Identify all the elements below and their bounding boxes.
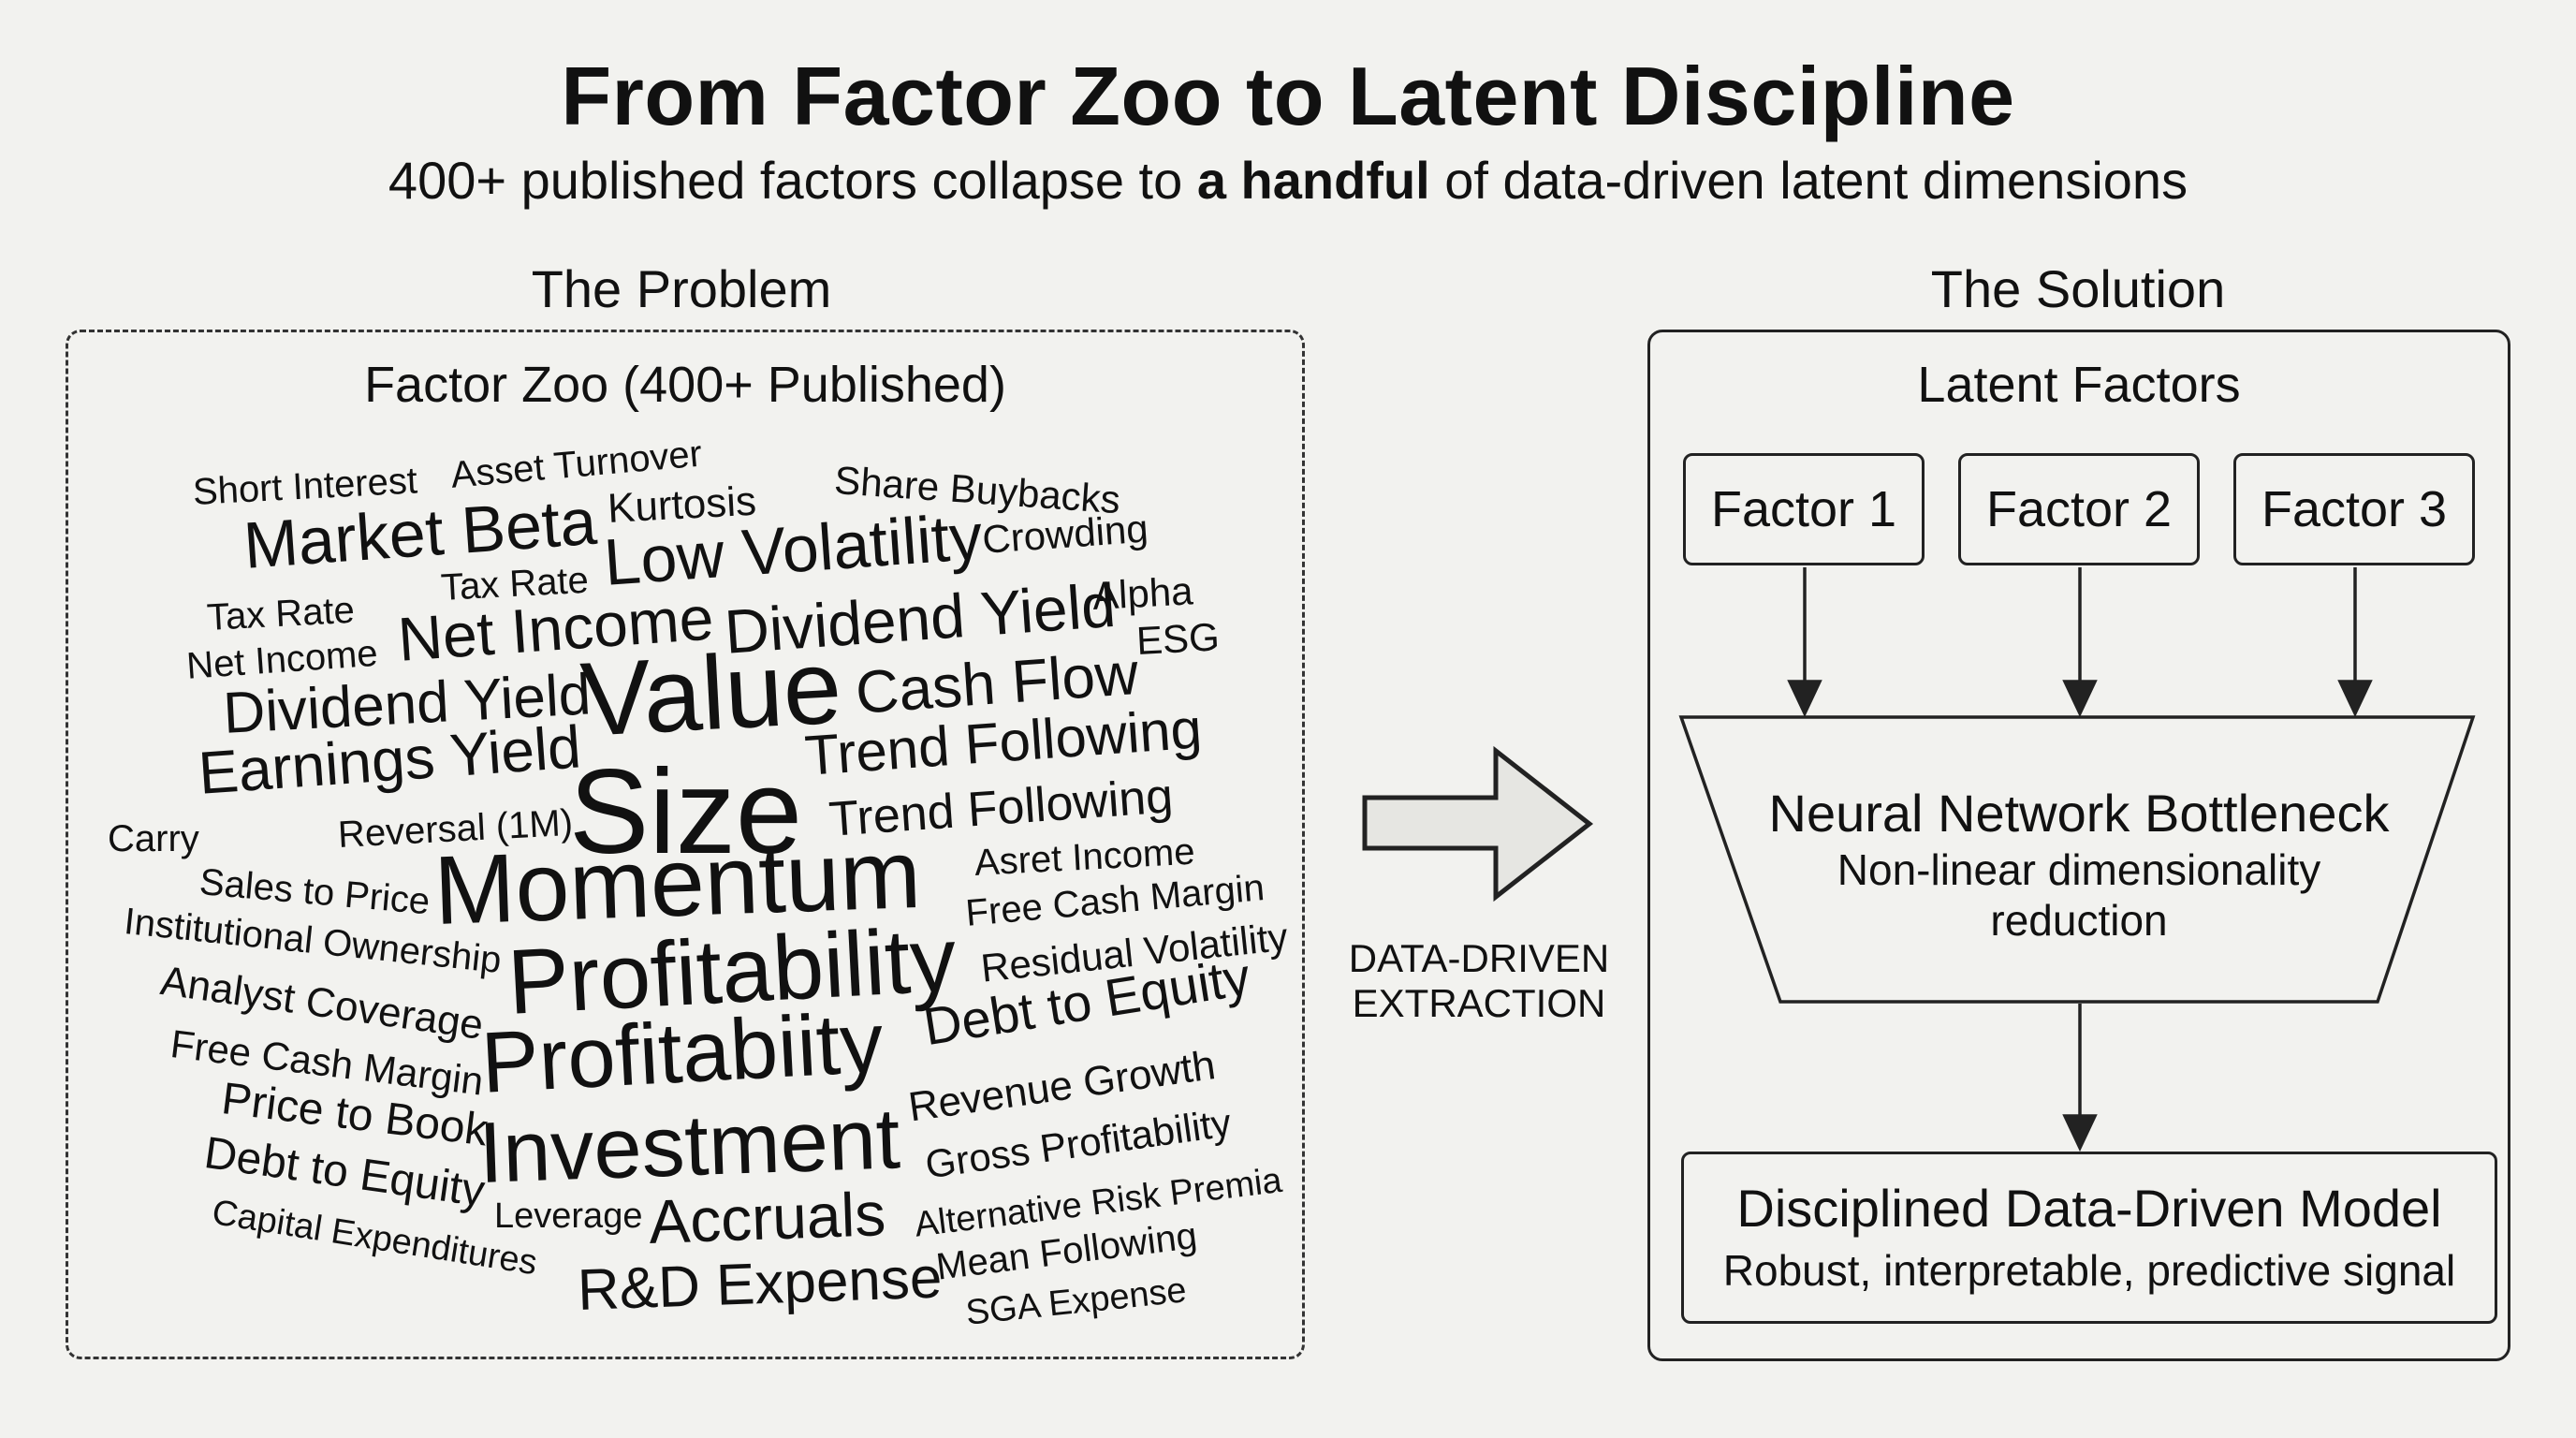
solution-section-label: The Solution <box>1930 259 2226 318</box>
subtitle-bold: a handful <box>1196 151 1430 210</box>
factor-zoo-box <box>66 330 1305 1359</box>
bottleneck-subtitle: Non-linear dimensionality reduction <box>1647 844 2510 946</box>
model-box <box>1681 1152 2497 1324</box>
page-subtitle: 400+ published factors collapse to a han… <box>0 150 2576 211</box>
bottleneck-trapezoid <box>1678 715 2476 1004</box>
factor-box-2: Factor 2 <box>1958 453 2200 565</box>
zoo-word: Leverage <box>494 1196 643 1236</box>
bottleneck-subtitle-line: Non-linear dimensionality <box>1837 845 2321 894</box>
extraction-label-line: EXTRACTION <box>1352 981 1606 1025</box>
bottleneck-subtitle-line: reduction <box>1990 896 2168 945</box>
zoo-word: Size <box>569 745 802 879</box>
bottleneck-title: Neural Network Bottleneck <box>1768 784 2390 843</box>
latent-factors-title: Latent Factors <box>1917 357 2241 413</box>
right-arrow-icon <box>1362 745 1594 902</box>
model-subtitle: Robust, interpretable, predictive signal <box>1722 1246 2456 1295</box>
solution-box <box>1647 330 2510 1361</box>
factor-label: Factor 1 <box>1710 481 1897 537</box>
zoo-word: Carry <box>108 818 199 859</box>
factor-label: Factor 2 <box>1985 481 2173 537</box>
factor-box-3: Factor 3 <box>2233 453 2475 565</box>
factor-box-1: Factor 1 <box>1683 453 1925 565</box>
subtitle-post: of data-driven latent dimensions <box>1429 151 2188 210</box>
subtitle-pre: 400+ published factors collapse to <box>388 151 1197 210</box>
factor-label: Factor 3 <box>2261 481 2448 537</box>
model-title: Disciplined Data-Driven Model <box>1736 1179 2442 1238</box>
extraction-label-line: DATA-DRIVEN <box>1348 936 1610 980</box>
factor-arrows <box>1787 567 2373 1152</box>
page-title: From Factor Zoo to Latent Discipline <box>561 50 2015 142</box>
extraction-label: DATA-DRIVEN EXTRACTION <box>1320 936 1638 1026</box>
factor-zoo-title: Factor Zoo (400+ Published) <box>364 357 1006 413</box>
problem-section-label: The Problem <box>531 259 832 318</box>
